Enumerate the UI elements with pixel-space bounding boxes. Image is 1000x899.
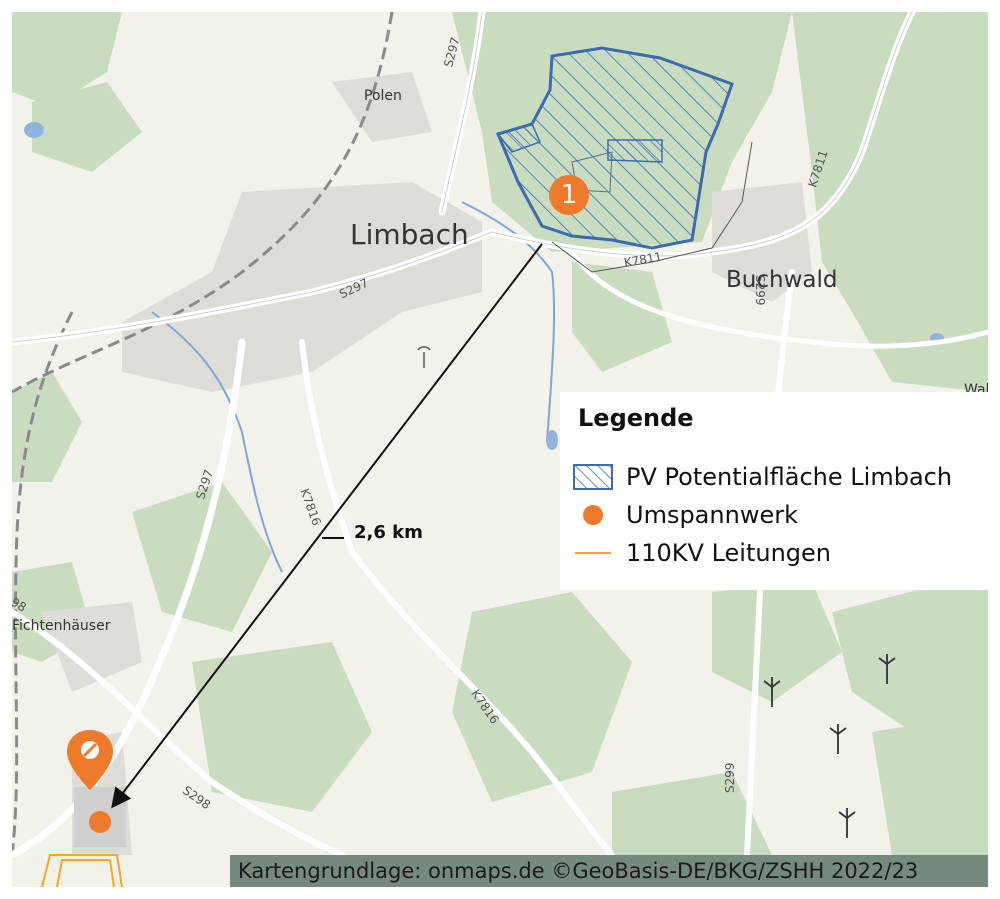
legend-title: Legende [578,404,694,432]
railway-lower [12,311,74,856]
railway [12,12,394,394]
legend-label: Umspannwerk [626,501,798,529]
wind-turbine-icons [763,654,896,838]
place-label-buchwald: Buchwald [726,267,838,293]
substation-pin-icon[interactable] [66,730,114,790]
substation-dot-icon[interactable] [89,811,111,833]
road-label-s299-lower: S299 [723,762,737,793]
orange-line-icon [572,538,614,568]
legend-item-pv-area: PV Potentialfläche Limbach [572,460,952,494]
antenna-icon [417,346,431,368]
pv-area-number-marker[interactable]: 1 [549,175,589,215]
parcel-outline [551,141,753,273]
place-label-fichtenhaeuser: Fichtenhäuser [12,618,111,634]
legend-label: 110KV Leitungen [626,539,832,567]
distance-label: 2,6 km [354,522,423,543]
orange-dot-icon [572,500,614,530]
road-label-s299-upper: S299 [753,275,767,306]
road-outlines [12,12,913,343]
water-features [151,201,556,573]
map-canvas [12,12,988,887]
power-lines [41,854,123,887]
legend-item-power-lines: 110KV Leitungen [572,536,831,570]
legend-item-substation: Umspannwerk [572,498,798,532]
place-label-polen: Polen [364,88,402,104]
map-attribution: Kartengrundlage: onmaps.de ©GeoBasis-DE/… [230,855,988,887]
legend-label: PV Potentialfläche Limbach [626,463,953,491]
hatched-area-icon [572,462,614,492]
map-view[interactable]: Limbach Buchwald Polen Fichtenhäuser Wal… [12,12,988,887]
place-label-limbach: Limbach [350,218,469,251]
forest-areas [12,12,988,855]
legend-panel: Legende PV Potentialfläche Limbach Umspa… [560,392,988,590]
distance-arrow [111,243,543,809]
